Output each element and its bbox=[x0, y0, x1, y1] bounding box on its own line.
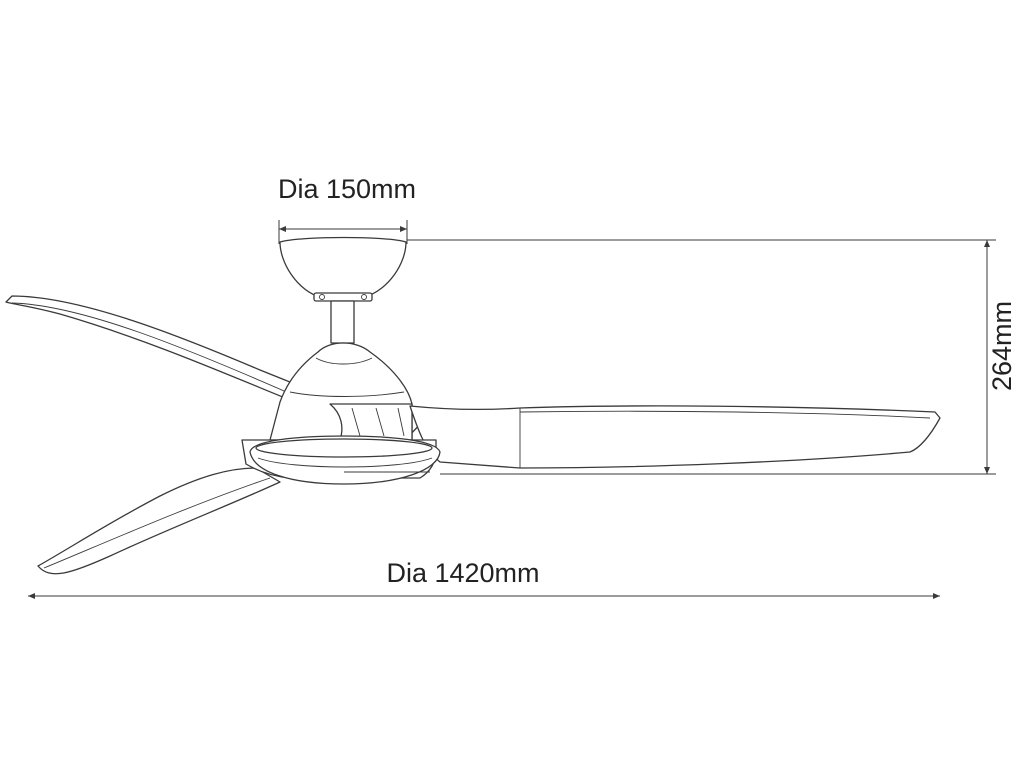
dimension-canopy-diameter bbox=[278, 220, 408, 244]
height-label: 264mm bbox=[987, 301, 1017, 391]
dimension-height bbox=[407, 239, 996, 475]
fan-blade-left-lower bbox=[37, 467, 281, 575]
fan-diameter-label: Dia 1420mm bbox=[386, 558, 539, 588]
downrod bbox=[330, 300, 355, 344]
motor-housing bbox=[269, 342, 413, 441]
canopy bbox=[279, 236, 407, 302]
canopy-diameter-label: Dia 150mm bbox=[278, 174, 416, 204]
dimension-fan-diameter bbox=[28, 593, 940, 599]
fan-blade-right bbox=[409, 405, 941, 469]
light-kit bbox=[249, 435, 441, 485]
